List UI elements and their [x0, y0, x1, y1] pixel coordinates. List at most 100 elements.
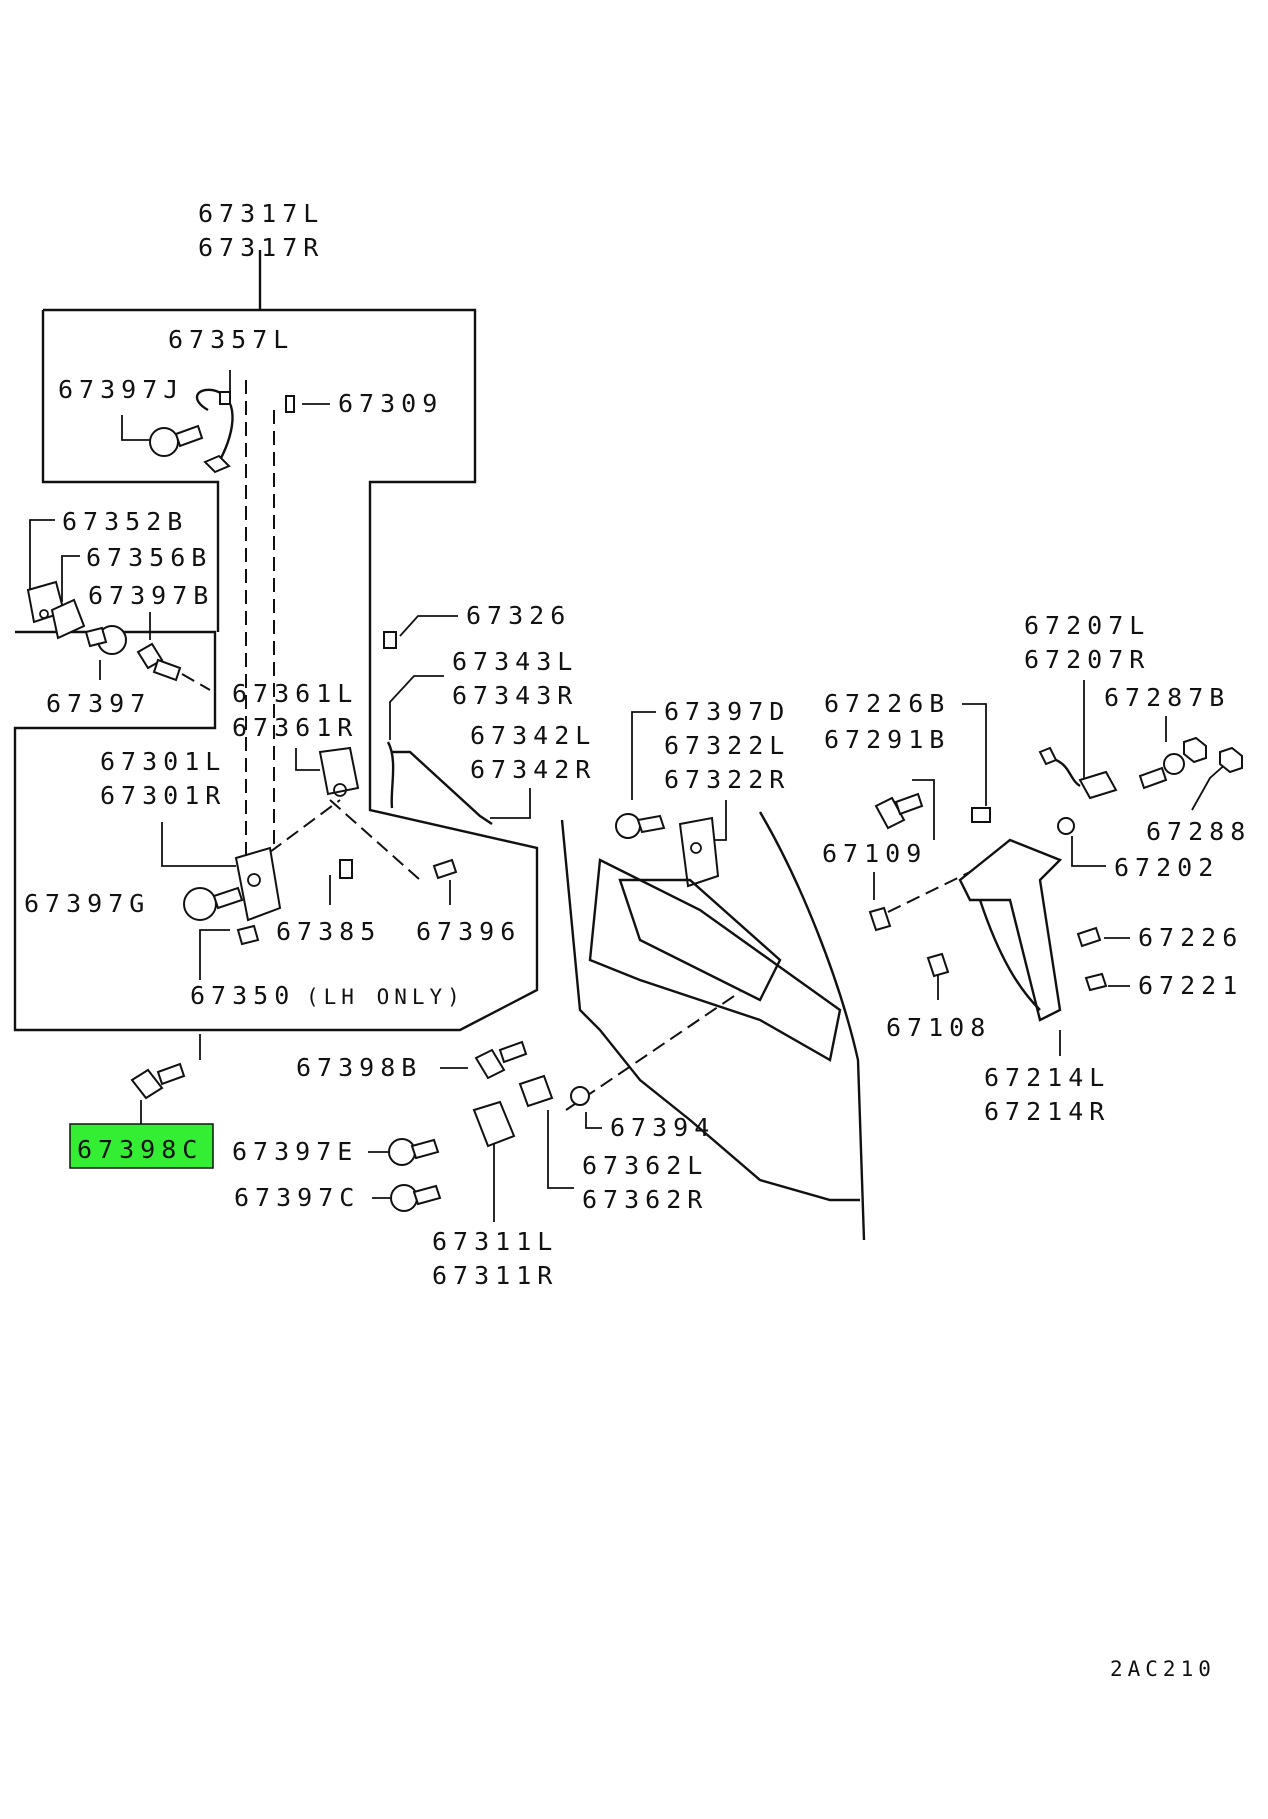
- label-67394: 67394: [610, 1113, 715, 1142]
- label-67350: 67350: [190, 981, 295, 1010]
- label-67397D: 67397D: [664, 697, 790, 726]
- label-67221: 67221: [1138, 971, 1243, 1000]
- connector-67207: [1038, 746, 1058, 766]
- cylinder-67385: [339, 859, 353, 879]
- label-67397B: 67397B: [88, 581, 214, 610]
- label-67226: 67226: [1138, 923, 1243, 952]
- leader-67202: [1071, 836, 1106, 867]
- leader-67301: [161, 822, 236, 867]
- label-67309: 67309: [338, 389, 443, 418]
- leader-67226B: [962, 703, 987, 806]
- pad-67350: [236, 924, 260, 946]
- leader-67356B: [61, 555, 80, 602]
- label-67342R: 67342R: [470, 755, 596, 784]
- label-67311L: 67311L: [432, 1227, 558, 1256]
- leader-67342: [490, 788, 531, 819]
- label-67108: 67108: [886, 1013, 991, 1042]
- leader-67394: [585, 1112, 602, 1129]
- regulator-67214: [958, 838, 1063, 1022]
- clip-67226B: [971, 807, 991, 823]
- clip-67108: [926, 952, 950, 978]
- clip-67109: [868, 906, 892, 932]
- label-67385: 67385: [276, 917, 381, 946]
- lock-pivot-67361: [333, 783, 347, 797]
- label-67361R: 67361R: [232, 713, 358, 742]
- bracket-67362: [518, 1074, 554, 1108]
- label-67352B: 67352B: [62, 507, 188, 536]
- label-67397G: 67397G: [24, 889, 150, 918]
- label-67397E: 67397E: [232, 1137, 358, 1166]
- screw-shank-67397D: [636, 814, 666, 834]
- bolt-67287B: [1138, 766, 1168, 790]
- label-67226B: 67226B: [824, 689, 950, 718]
- label-67202: 67202: [1114, 853, 1219, 882]
- label-67207R: 67207R: [1024, 645, 1150, 674]
- label-67398C[interactable]: 67398C: [77, 1135, 203, 1164]
- label-67317R: 67317R: [198, 233, 324, 262]
- label-67311R: 67311R: [432, 1261, 558, 1290]
- screw-head-67397E: [388, 1138, 416, 1166]
- label-67214L: 67214L: [984, 1063, 1110, 1092]
- highlight-box-67398C: [69, 1123, 214, 1169]
- bolt-shank-67398C: [156, 1062, 186, 1086]
- label-67343L: 67343L: [452, 647, 578, 676]
- handle-axis: [565, 991, 741, 1111]
- figure-code: 2AC210: [1110, 1657, 1216, 1681]
- label-67362L: 67362L: [582, 1151, 708, 1180]
- leader-67352B: [29, 519, 55, 590]
- latch-pivot-67301: [247, 873, 261, 887]
- plate-hole-67352B: [39, 609, 49, 619]
- rod-67343: [386, 741, 395, 809]
- latch-link-67301: [269, 799, 341, 853]
- label-67288: 67288: [1146, 817, 1251, 846]
- screw-shank-67397J: [174, 424, 204, 448]
- label-67356B: 67356B: [86, 543, 212, 572]
- clip-67357L: [203, 454, 231, 474]
- leader-67397D: [631, 711, 656, 800]
- label-67350-note: (LH ONLY): [306, 985, 465, 1009]
- label-67301R: 67301R: [100, 781, 226, 810]
- label-67397: 67397: [46, 689, 151, 718]
- bracket-67356B: [50, 598, 86, 640]
- clip-axis-67109: [887, 871, 971, 913]
- screw-shank-67397: [84, 626, 108, 648]
- bolt-head-67397B: [136, 642, 164, 670]
- label-67361L: 67361L: [232, 679, 358, 708]
- bolt-shank-67291B: [894, 792, 924, 816]
- clip-top-67357L: [219, 391, 231, 405]
- bolt-head-67291B: [874, 796, 906, 830]
- leader-67326: [399, 615, 458, 637]
- bolt-axis-67397B: [181, 673, 211, 691]
- label-67322R: 67322R: [664, 765, 790, 794]
- leader-67397J: [121, 415, 150, 441]
- clip-67226: [1076, 926, 1102, 948]
- label-67214R: 67214R: [984, 1097, 1110, 1126]
- label-67362R: 67362R: [582, 1185, 708, 1214]
- striker-hole-67322: [690, 842, 702, 854]
- door-window-frame: [588, 858, 842, 1062]
- bolt-shank-67398B: [498, 1040, 528, 1064]
- clip-67221: [1084, 972, 1108, 992]
- screw-head-67397C: [390, 1184, 418, 1212]
- label-67301L: 67301L: [100, 747, 226, 776]
- leader-67361: [295, 748, 320, 771]
- door-panel-right: [758, 811, 866, 1241]
- wire-67207: [1055, 758, 1081, 788]
- screw-shank-67397E: [410, 1138, 440, 1160]
- label-67343R: 67343R: [452, 681, 578, 710]
- assembly-outline-67317: [13, 308, 539, 1032]
- clip-67326: [383, 631, 397, 649]
- bolt-shank-67397B: [152, 658, 182, 682]
- screw-head-67397G: [183, 887, 217, 921]
- label-67397C: 67397C: [234, 1183, 360, 1212]
- regulator-arm-67214: [978, 899, 1041, 1011]
- leader-67350: [199, 929, 230, 980]
- screw-shank-67397C: [412, 1184, 442, 1206]
- washer-67287B: [1163, 753, 1185, 775]
- rod-67342: [392, 750, 493, 825]
- screw-head-67397D: [615, 813, 641, 839]
- label-67398B: 67398B: [296, 1053, 422, 1082]
- label-67326: 67326: [466, 601, 571, 630]
- grommet-67202: [1057, 817, 1075, 835]
- label-67317L: 67317L: [198, 199, 324, 228]
